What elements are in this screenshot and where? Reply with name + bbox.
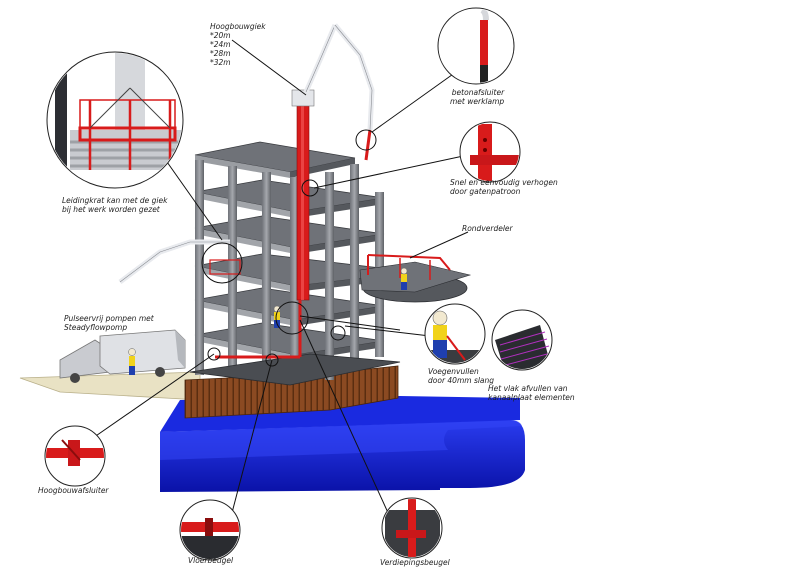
label-line: Vloerbeugel [188, 556, 234, 565]
building-frame [189, 141, 415, 386]
label-voegenvullen: Voegenvullen door 40mm slang [428, 367, 494, 385]
label-hoogbouwafsluiter: Hoogbouwafsluiter [38, 486, 109, 495]
label-size: *28m [210, 49, 231, 58]
label-line: bij het werk worden gezet [62, 205, 160, 214]
worker-figure-platform [400, 267, 408, 290]
label-line: door gatenpatroon [450, 187, 521, 196]
detail-verdiepingsbeugel [381, 497, 443, 559]
label-line: Snel en eenvoudig verhogen [450, 178, 558, 187]
detail-voegenvullen [424, 303, 486, 365]
label-line: Voegenvullen [428, 367, 479, 376]
steadyflow-pump-truck [59, 329, 186, 383]
worker-figure-ground [128, 348, 136, 375]
high-rise-boom [291, 23, 375, 161]
label-line: Verdiepingsbeugel [380, 558, 450, 567]
detail-betonafsluiter [437, 7, 515, 85]
label-line: Leidingkrat kan met de giek [62, 196, 168, 205]
callout-markers [201, 129, 377, 367]
label-hoogbouwgiek-title: Hoogbouwgiek [210, 22, 266, 31]
floor-slab-side [295, 306, 384, 326]
label-line: Steadyflowpomp [64, 323, 128, 332]
label-line: Hoogbouwafsluiter [38, 486, 109, 495]
label-verhogen: Snel en eenvoudig verhogen door gatenpat… [450, 178, 558, 196]
label-kanaalplaat: Het vlak afvullen van kanaalplaat elemen… [488, 384, 575, 402]
detail-hoogbouwafsluiter [44, 425, 106, 487]
detail-vloerbeugel [179, 499, 241, 561]
label-line: Rondverdeler [462, 224, 513, 233]
pipe-crate-boom [118, 239, 230, 284]
label-pompen: Pulseervrij pompen met Steadyflowpomp [64, 314, 154, 332]
detail-gatenpatroon [459, 121, 521, 183]
ground-plane [19, 371, 201, 401]
label-size: *20m [210, 31, 231, 40]
label-line: betonafsluiter [451, 88, 505, 97]
label-betonafsluiter: betonafsluiter met werklamp [450, 88, 504, 106]
label-vloerbeugel: Vloerbeugel [188, 556, 233, 565]
label-verdiepingsbeugel: Verdiepingsbeugel [380, 558, 450, 567]
label-line: Het vlak afvullen van [488, 384, 568, 393]
label-size: *32m [210, 58, 231, 67]
label-line: Pulseervrij pompen met [64, 314, 154, 323]
detail-kanaalplaat [491, 309, 553, 371]
callout-lines [89, 39, 471, 529]
label-line: door 40mm slang [428, 376, 495, 385]
label-line: kanaalplaat elementen [488, 393, 575, 402]
label-hoogbouwgiek: Hoogbouwgiek *20m *24m *28m *32m [210, 22, 266, 67]
detail-pipe-crate [46, 51, 184, 189]
round-distributor-platform [359, 254, 472, 303]
floor-slab-side [295, 198, 384, 218]
label-line: met werklamp [450, 97, 505, 106]
label-rondverdeler: Rondverdeler [462, 224, 513, 233]
label-size: *24m [210, 40, 231, 49]
label-leidingkrat: Leidingkrat kan met de giek bij het werk… [62, 196, 167, 214]
floor-slab-side [295, 234, 384, 254]
